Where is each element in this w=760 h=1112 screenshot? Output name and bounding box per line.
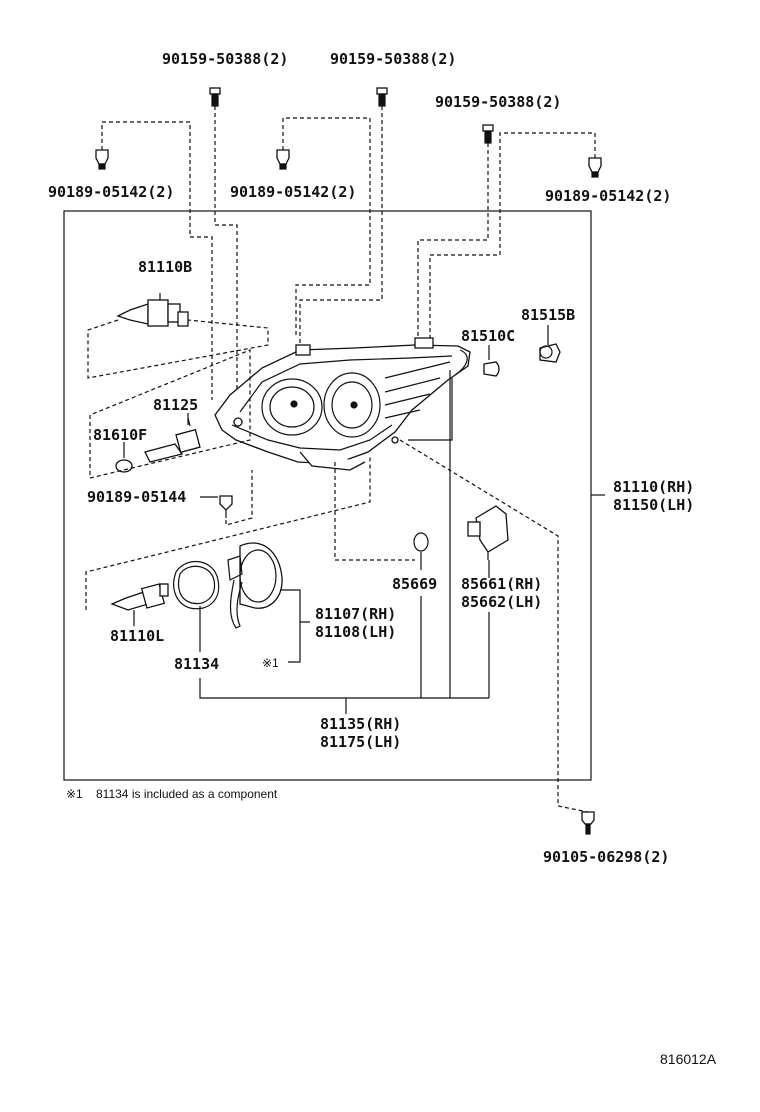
label-bulb-81610f: 81610F xyxy=(93,426,147,444)
leader-bolt-top-right xyxy=(417,143,489,340)
leader-85669 xyxy=(334,462,415,561)
gasket-81134-icon[interactable] xyxy=(173,560,220,610)
bulb-81110l-icon[interactable] xyxy=(110,583,169,611)
label-clip-05144: 90189-05144 xyxy=(87,488,186,506)
ballast-81107-icon[interactable] xyxy=(227,542,283,629)
footnote-text: 81134 is included as a component xyxy=(96,787,278,801)
leader-clip-left xyxy=(101,121,213,400)
leader-81107-line xyxy=(280,589,310,663)
label-screw-bottom: 90105-06298(2) xyxy=(543,848,669,866)
label-gasket-81134: 81134 xyxy=(174,655,219,673)
bolt-icon-top-right[interactable] xyxy=(482,124,494,144)
clip-05144-icon[interactable] xyxy=(219,495,233,518)
label-oring-85669: 85669 xyxy=(392,575,437,593)
label-actuator-lh: 85662(LH) xyxy=(461,593,542,611)
oring-85669-icon[interactable] xyxy=(413,532,429,552)
bulb-81610f-icon[interactable] xyxy=(115,459,133,473)
leader-81125 xyxy=(89,349,251,479)
leader-assy-rh xyxy=(408,378,453,441)
label-bolt-top-left: 90159-50388(2) xyxy=(162,50,288,68)
label-assy-lh: 81150(LH) xyxy=(613,496,694,514)
label-bolt-top-right: 90159-50388(2) xyxy=(435,93,561,111)
bulb-81510c-icon[interactable] xyxy=(483,361,500,377)
diagram-code: 816012A xyxy=(660,1051,717,1067)
leader-lower-group xyxy=(85,455,371,610)
label-bulb-81110l: 81110L xyxy=(110,627,164,645)
label-bulb-81510c: 81510C xyxy=(461,327,515,345)
label-unit-rh: 81135(RH) xyxy=(320,715,401,733)
label-unit-lh: 81175(LH) xyxy=(320,733,401,751)
label-socket-81125: 81125 xyxy=(153,396,198,414)
clip-icon-left[interactable] xyxy=(95,149,109,170)
leader-81110b xyxy=(87,319,269,379)
leader-bolt-top-left xyxy=(214,106,238,410)
actuator-85661-icon[interactable] xyxy=(467,505,509,560)
bolt-icon-top-left[interactable] xyxy=(209,87,221,107)
bolt-icon-top-mid[interactable] xyxy=(376,87,388,107)
leader-05144 xyxy=(225,470,253,526)
leader-clip-mid xyxy=(282,117,371,335)
label-ref-mark: ※1 xyxy=(262,656,279,670)
socket-81125-icon[interactable] xyxy=(144,417,201,463)
label-actuator-rh: 85661(RH) xyxy=(461,575,542,593)
bulb-81515b-icon[interactable] xyxy=(539,343,561,363)
label-clip-mid: 90189-05142(2) xyxy=(230,183,356,201)
headlamp-housing[interactable] xyxy=(214,337,471,471)
label-bulb-81515b: 81515B xyxy=(521,306,575,324)
label-ballast-lh: 81108(LH) xyxy=(315,623,396,641)
label-clip-right: 90189-05142(2) xyxy=(545,187,671,205)
label-ballast-rh: 81107(RH) xyxy=(315,605,396,623)
bulb-81110b-icon[interactable] xyxy=(116,293,189,327)
footnote-mark: ※1 xyxy=(66,787,83,801)
clip-icon-mid[interactable] xyxy=(276,149,290,170)
label-clip-left: 90189-05142(2) xyxy=(48,183,174,201)
screw-bottom-icon[interactable] xyxy=(581,811,595,835)
leader-bolt-top-mid xyxy=(299,106,383,350)
clip-icon-right[interactable] xyxy=(588,157,602,178)
label-assy-rh: 81110(RH) xyxy=(613,478,694,496)
label-bulb-81110b: 81110B xyxy=(138,258,192,276)
label-bolt-top-mid: 90159-50388(2) xyxy=(330,50,456,68)
leader-screw-bottom xyxy=(399,439,589,813)
leader-unit-bracket xyxy=(199,678,489,714)
